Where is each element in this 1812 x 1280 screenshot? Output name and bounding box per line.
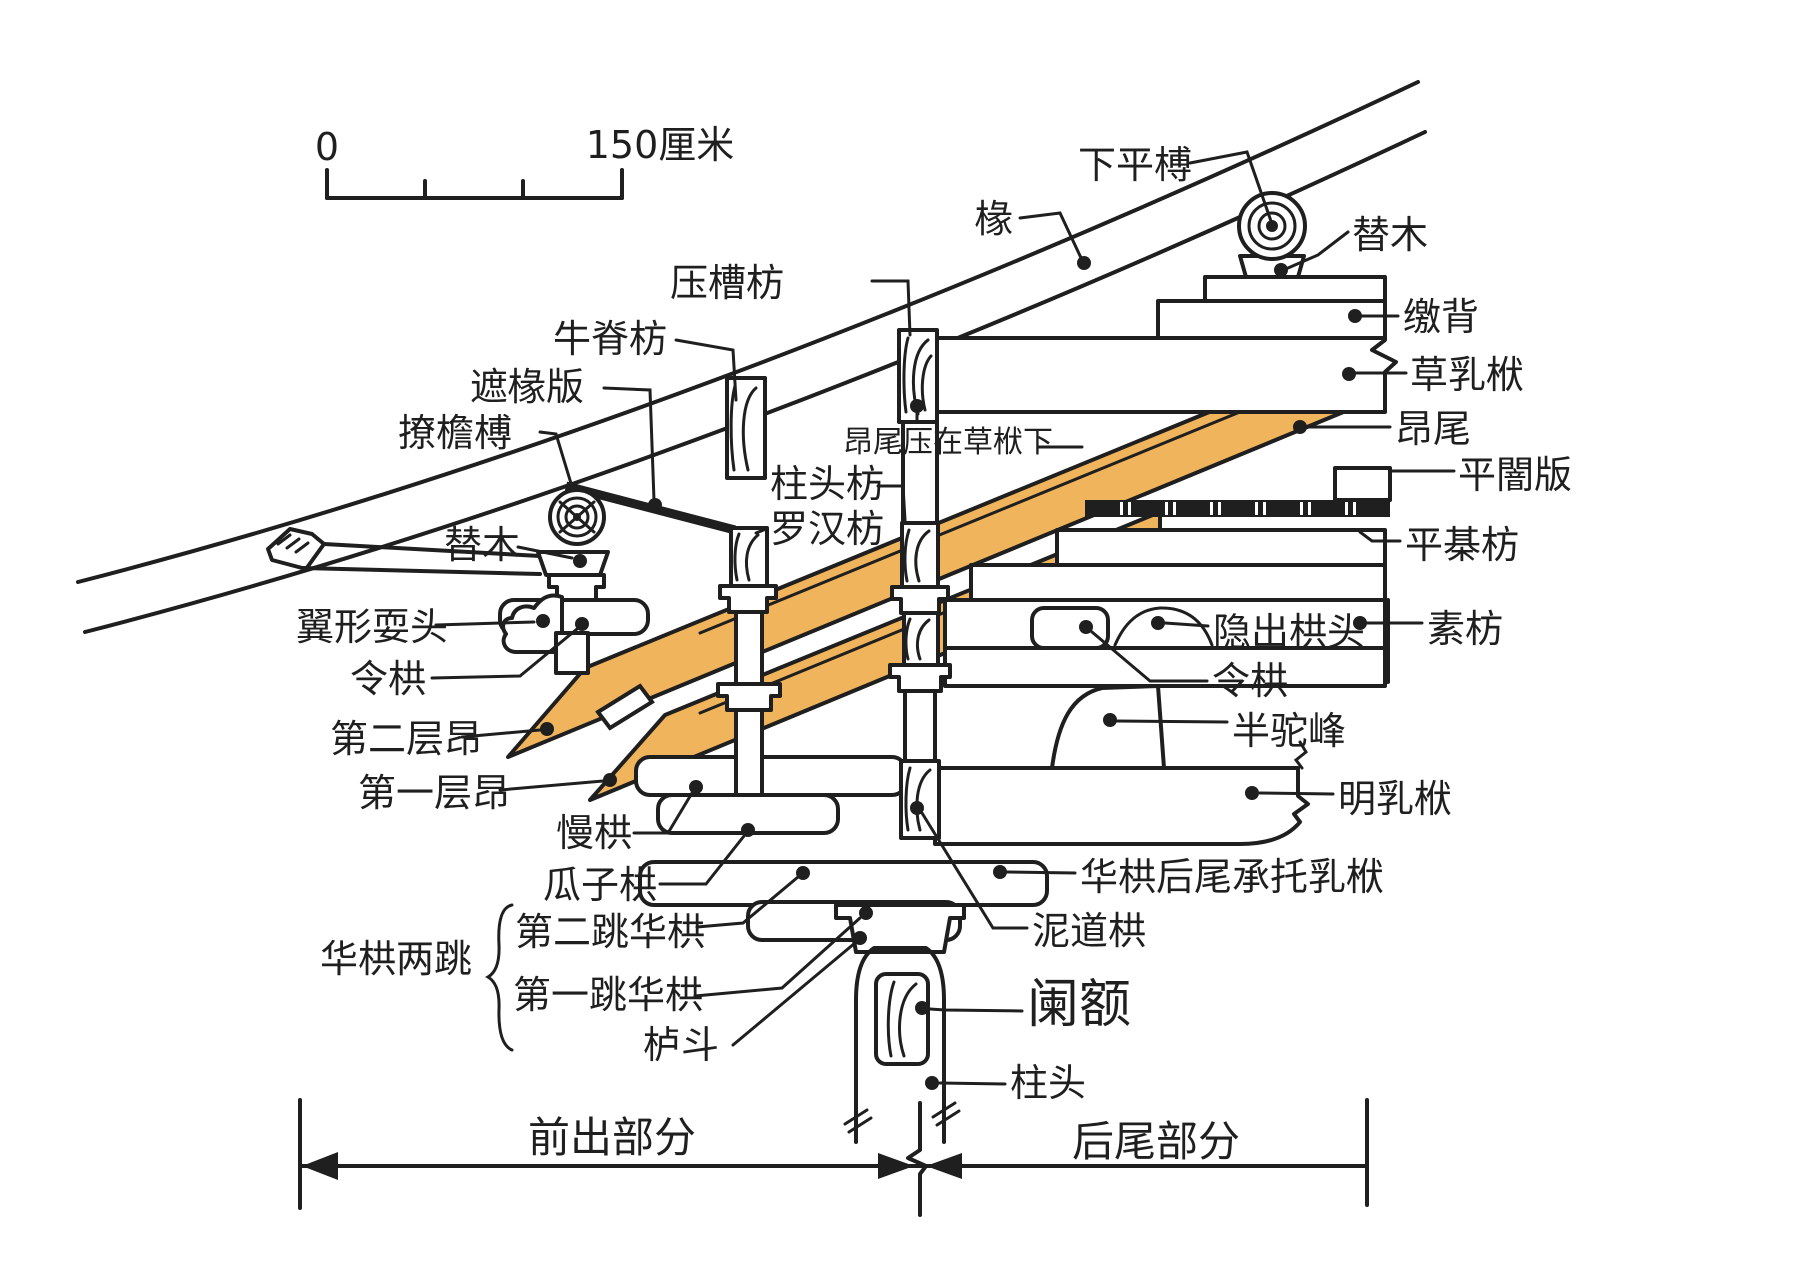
rear-beams [933, 684, 1310, 846]
label-timu-right: 替木 [1352, 213, 1428, 257]
mingrufu-beam [933, 766, 1310, 846]
label-qianchubufen: 前出部分 [528, 1113, 696, 1162]
label-angwei: 昂尾 [1395, 407, 1471, 451]
zhutoufang-block-a [900, 521, 940, 589]
jiaobei-beam [1156, 299, 1387, 340]
label-bantuofeng: 半驼峰 [1232, 709, 1346, 753]
label-zhutoufang: 柱头枋 [770, 462, 884, 506]
label-liaoyanbo: 撩檐榑 [398, 411, 512, 455]
label-pingjifang: 平棊枋 [1405, 523, 1519, 567]
dimension-arrow-center-right [878, 1153, 914, 1179]
label-jiaobei: 缴背 [1403, 295, 1479, 339]
label-yachaofang: 压槽枋 [670, 261, 784, 305]
eave-bracket-stack [498, 573, 650, 675]
label-xiapingbo: 下平榑 [1078, 143, 1192, 187]
scale-max-label: 150厘米 [586, 123, 735, 167]
label-zhutou: 柱头 [1010, 1061, 1086, 1105]
label-luohanfang: 罗汉枋 [770, 507, 884, 551]
label-sufang: 素枋 [1427, 607, 1503, 651]
label-pinganban: 平闇版 [1458, 453, 1572, 497]
luohanfang-block [729, 526, 769, 588]
outer-middle-stack [716, 376, 782, 797]
timu-left-block [536, 550, 610, 577]
half-camel-hump [1050, 684, 1166, 770]
zhutoufang-block-b [902, 611, 940, 667]
ludou-block [834, 903, 966, 954]
pingjifang-beam [1055, 528, 1387, 567]
label-mingrufu: 明乳栿 [1338, 777, 1452, 821]
dimension-arrow-center-left [926, 1153, 962, 1179]
scale-zero-label: 0 [315, 125, 339, 169]
ang-notch [595, 683, 655, 731]
labels: 下平榑 椽 替木 缴背 草乳栿 昂尾 平闇版 平棊枋 素枋 隐出栱头 令栱 半驼… [296, 143, 1572, 1166]
linggong-right-arm [1030, 606, 1110, 650]
dimension-center-tick [906, 1101, 928, 1217]
label-lane: 阑额 [1027, 975, 1131, 1035]
niujifang-block [725, 376, 767, 480]
label-yinchugongtou: 隐出栱头 [1213, 610, 1365, 654]
caorufu-beam [910, 336, 1398, 414]
label-linggong-right: 令栱 [1212, 659, 1288, 703]
pinganban-step [1333, 466, 1392, 502]
label-linggong-left: 令栱 [350, 657, 426, 701]
scale-bar: 0 150厘米 [315, 123, 735, 200]
label-angweiyacaofu: 昂尾压在草栿下 [843, 425, 1053, 460]
label-mangong: 慢栱 [556, 811, 632, 855]
label-caorufu: 草乳栿 [1410, 353, 1524, 397]
dimension-line [298, 1098, 1369, 1217]
label-huagonghouwei: 华栱后尾承托乳栿 [1080, 855, 1384, 899]
label-chuan: 椽 [975, 197, 1013, 241]
label-timu-left: 替木 [444, 523, 520, 567]
pinganban-black-band [1085, 500, 1390, 517]
eave-tip [266, 527, 542, 576]
label-guazigong: 瓜子栱 [543, 863, 657, 907]
group-brace [485, 903, 514, 1052]
label-diercengang: 第二层昂 [330, 717, 482, 761]
yachaofang-block [897, 328, 939, 424]
dimension-arrow-left [302, 1152, 338, 1180]
lane-block [874, 972, 930, 1066]
mangong-arm [634, 755, 908, 797]
wing-shuatou [501, 593, 564, 654]
beam-break-mark [1293, 740, 1308, 770]
label-ludou: 栌斗 [643, 1023, 719, 1067]
label-yixingshuatou: 翼形耍头 [296, 605, 448, 649]
leader-lines [430, 150, 1456, 1090]
lower-flat-purlin [1237, 191, 1307, 279]
liaoyan-purlin [536, 481, 737, 577]
label-diyicengang: 第一层昂 [358, 771, 510, 815]
label-niujifang: 牛脊枋 [553, 317, 667, 361]
label-huagongliangtiao: 华栱两跳 [320, 937, 472, 981]
nidaogong-block [899, 759, 941, 840]
hidden-bracket-relief [1113, 606, 1214, 647]
label-houweibufen: 后尾部分 [1072, 1117, 1240, 1166]
right-upper-beams [910, 275, 1398, 414]
label-zheyuanban: 遮椽版 [470, 365, 584, 409]
column-break-marks [843, 1101, 961, 1134]
column [843, 946, 961, 1144]
central-bracket-cluster [634, 755, 1049, 954]
label-nidaogong: 泥道栱 [1032, 909, 1146, 953]
label-diyitiaohuagong: 第一跳华栱 [513, 973, 703, 1017]
label-diertiaohuagong: 第二跳华栱 [515, 910, 705, 954]
